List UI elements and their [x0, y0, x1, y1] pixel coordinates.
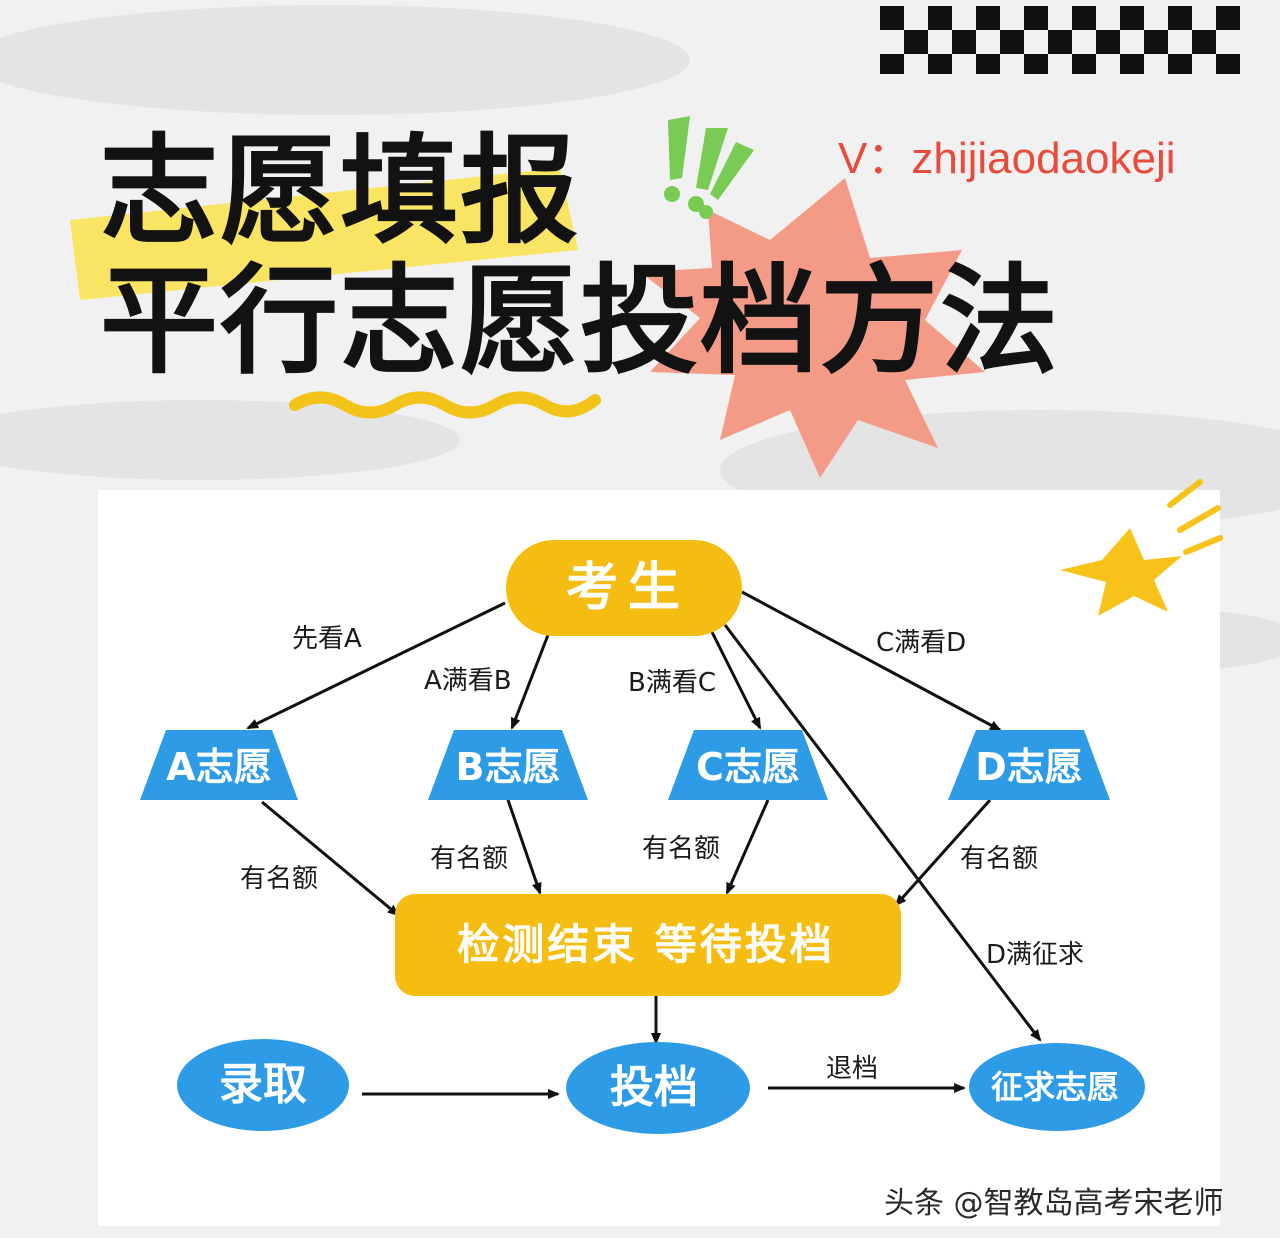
edge-label-return: 退档 — [826, 1054, 879, 1084]
node-c-label: C志愿 — [696, 745, 800, 789]
arrows — [246, 590, 1042, 1099]
exclamation-icon — [664, 116, 754, 219]
node-d — [948, 730, 1110, 800]
edge-label-to-b: A满看B — [424, 666, 512, 696]
node-b-label: B志愿 — [455, 745, 561, 789]
arrow-c-wait — [725, 799, 770, 895]
arrow-student-a — [246, 601, 506, 730]
node-submit — [566, 1042, 750, 1134]
node-submit-label: 投档 — [610, 1062, 698, 1113]
node-a-label: A志愿 — [166, 745, 272, 789]
checkerboard-pattern — [880, 6, 1240, 74]
arrow-b-wait — [506, 799, 542, 895]
title-line-2: 平行志愿投档方法 — [100, 252, 1061, 390]
arrow-student-b — [510, 634, 550, 730]
title-highlight — [70, 168, 578, 300]
title-line-1: 志愿填报 — [100, 122, 581, 260]
edge-label-to-d: C满看D — [876, 628, 967, 658]
edge-label-quota-c: 有名额 — [642, 834, 721, 864]
node-c — [668, 730, 828, 800]
node-b — [428, 730, 588, 800]
node-student — [506, 540, 742, 636]
node-admit-label: 录取 — [219, 1059, 307, 1110]
arrow-d-wait — [894, 798, 992, 907]
node-solicit — [969, 1043, 1145, 1131]
edge-label-quota-d: 有名额 — [960, 844, 1039, 874]
star-icon — [1060, 479, 1223, 616]
node-a — [140, 730, 298, 800]
node-wait — [395, 894, 901, 996]
edge-label-to-c: B满看C — [628, 668, 716, 698]
arrow-student-c — [710, 631, 762, 730]
squiggle-underline — [289, 391, 601, 419]
arrow-a-wait — [261, 800, 400, 917]
node-wait-label: 检测结束 等待投档 — [457, 920, 835, 969]
contact-id: V：zhijiaodaokeji — [838, 134, 1176, 183]
arrow-student-d — [741, 590, 1002, 732]
edge-label-quota-a: 有名额 — [240, 864, 319, 894]
edge-label-quota-b: 有名额 — [430, 844, 509, 874]
node-student-label: 考生 — [565, 558, 691, 618]
edge-label-d-full: D满征求 — [986, 940, 1085, 970]
node-solicit-label: 征求志愿 — [990, 1068, 1120, 1106]
watermark: 头条 @智教岛高考宋老师 — [884, 1186, 1224, 1221]
arrow-student-solicit — [723, 624, 1042, 1042]
edge-label-to-a: 先看A — [292, 624, 362, 654]
node-admit — [177, 1039, 349, 1131]
burst-shape — [640, 178, 985, 478]
node-d-label: D志愿 — [975, 745, 1083, 789]
